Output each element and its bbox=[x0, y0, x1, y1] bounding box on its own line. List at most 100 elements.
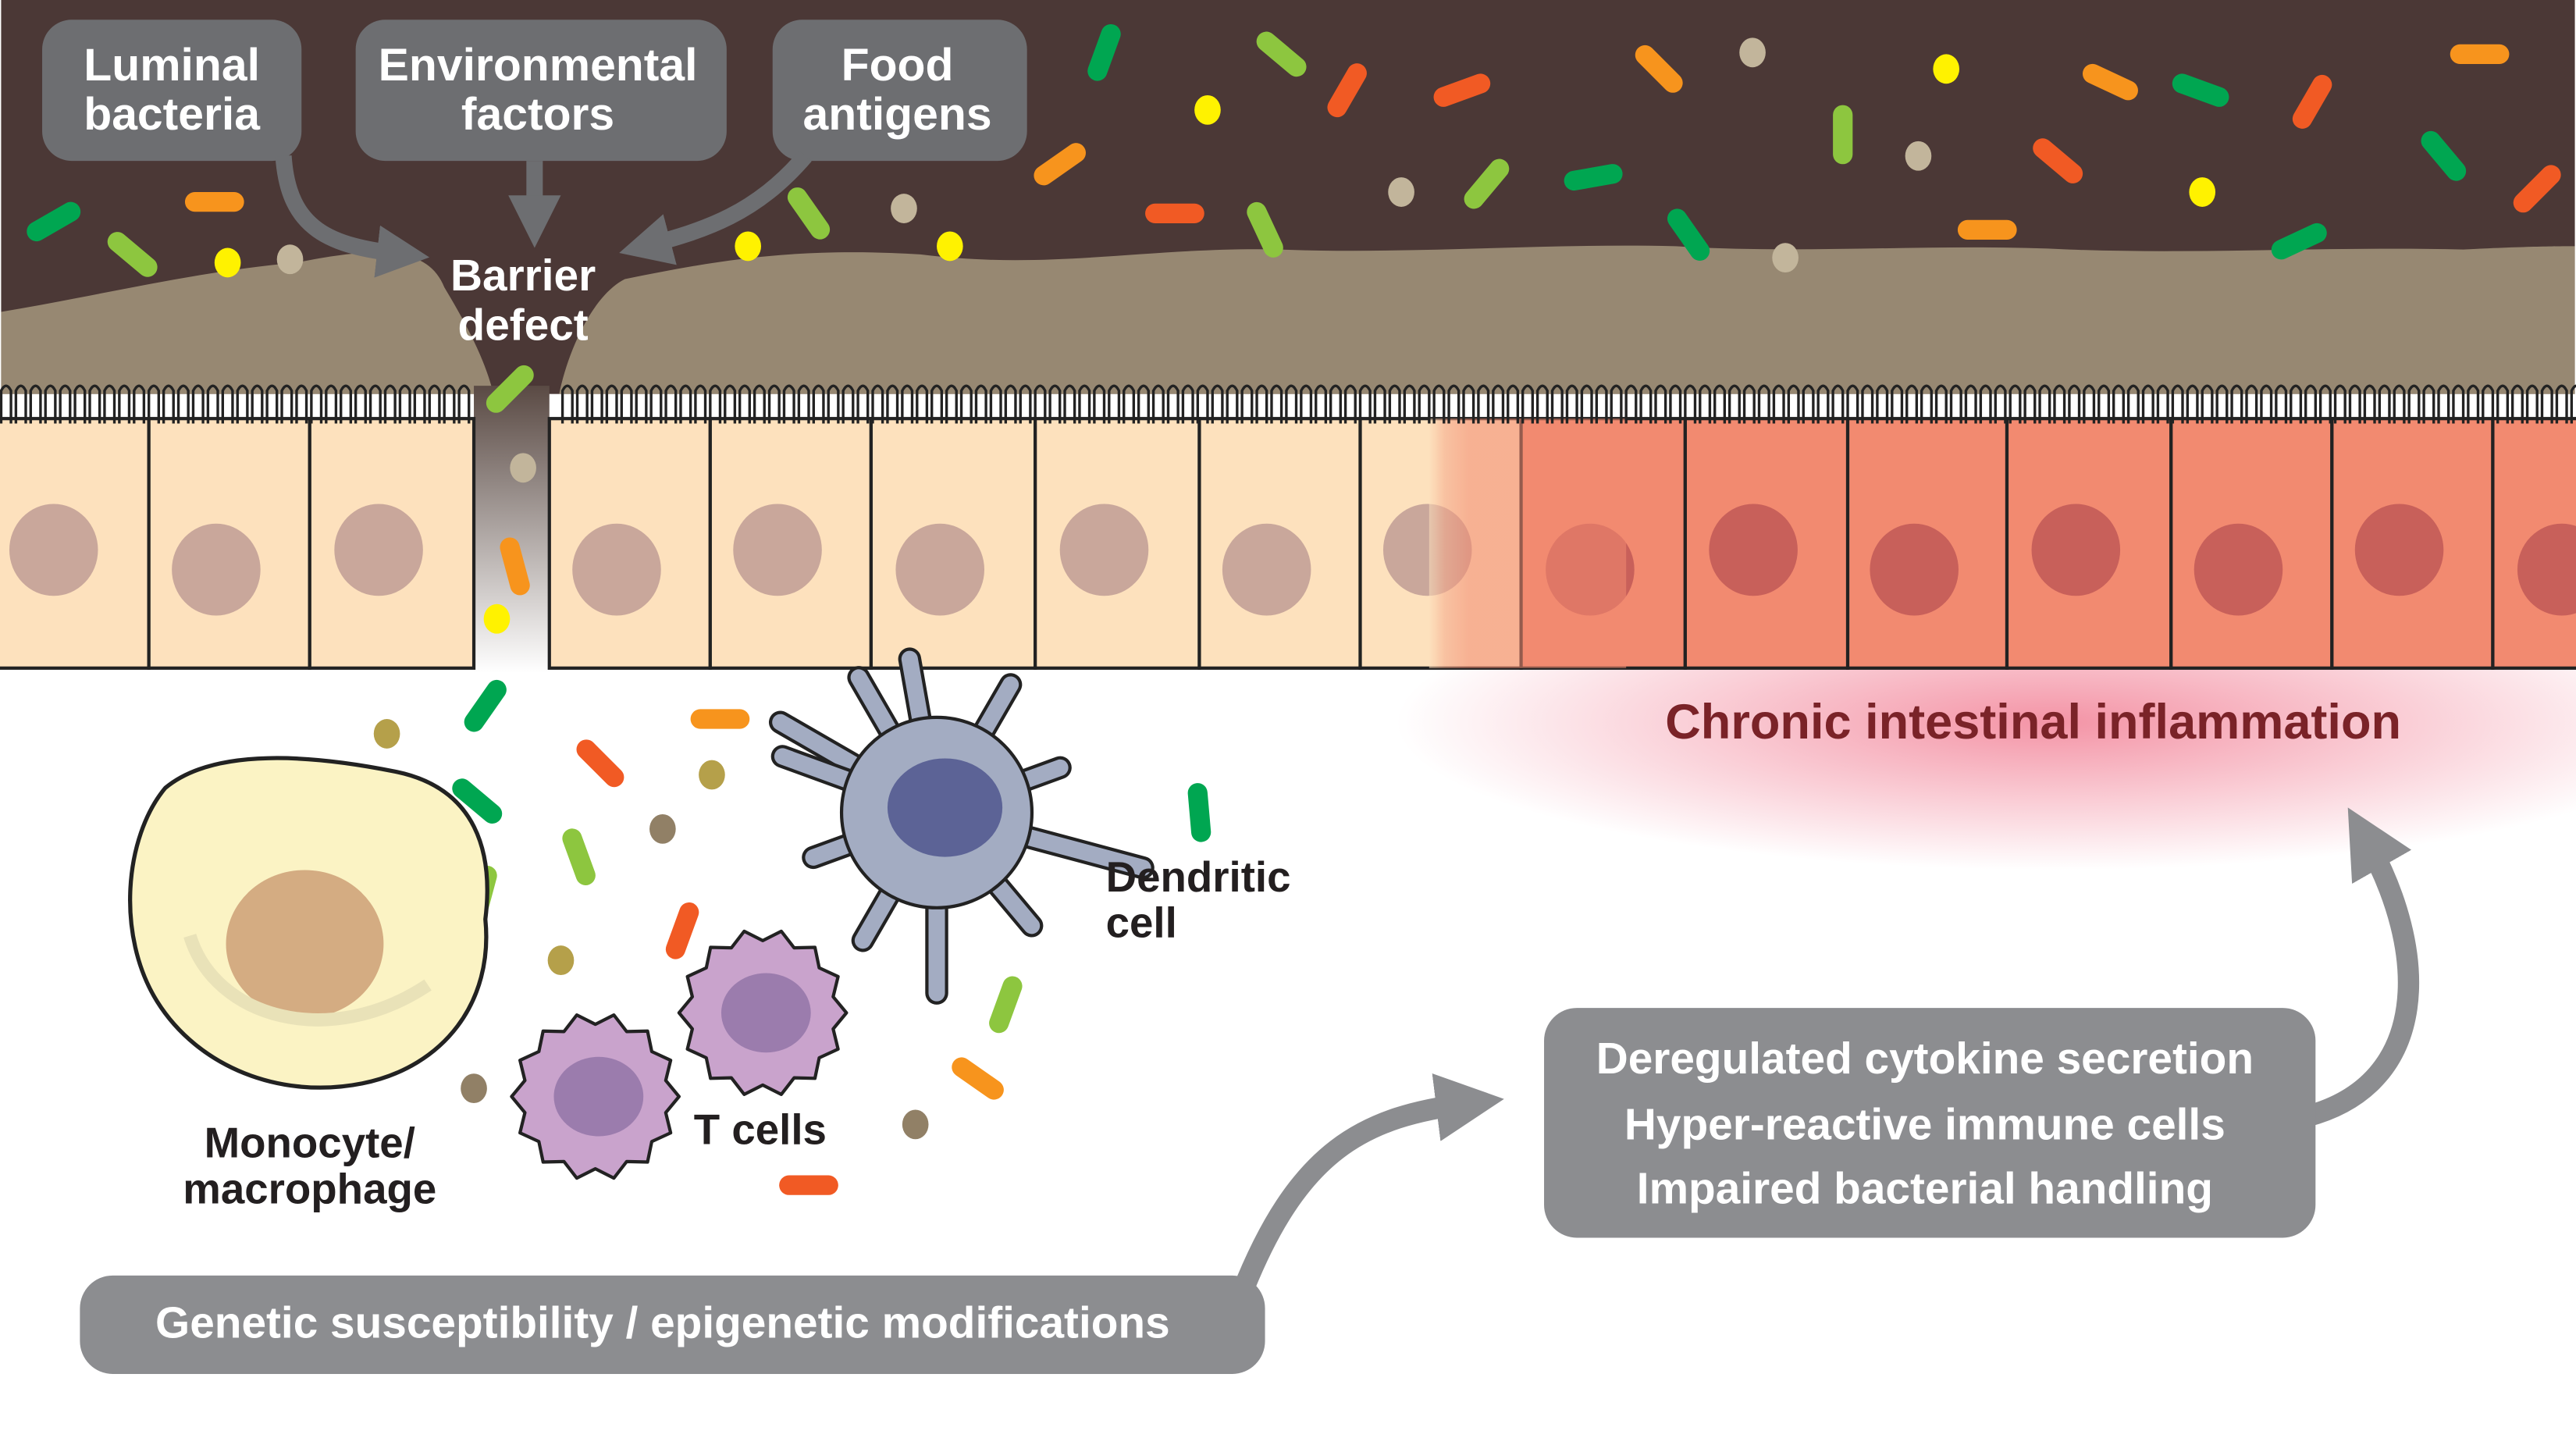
luminal-bacteria-box: Luminal bacteria bbox=[42, 20, 302, 162]
bacterium-rod bbox=[562, 828, 596, 885]
nucleus bbox=[572, 523, 661, 616]
nucleus bbox=[1709, 504, 1798, 596]
monocyte-macrophage bbox=[128, 756, 489, 1090]
bacterium-rod bbox=[665, 902, 699, 959]
nucleus bbox=[2354, 504, 2444, 596]
monocyte-label-line1: Monocyte/ bbox=[205, 1119, 415, 1166]
arrow-mechanisms-to-inflammation bbox=[2304, 807, 2420, 1127]
inflammation-label: Chronic intestinal inflammation bbox=[1665, 695, 2401, 749]
bacterium-rod bbox=[452, 778, 503, 824]
bacterium-coccus bbox=[2189, 177, 2216, 207]
bacterium-rod bbox=[1327, 63, 1367, 118]
t-cells-label: T cells bbox=[694, 1106, 827, 1154]
bacterium-coccus bbox=[1739, 37, 1766, 68]
bacterium-rod bbox=[2172, 73, 2229, 107]
luminal-bacteria-line1: Luminal bbox=[84, 40, 260, 91]
bacterium-rod bbox=[1034, 143, 1087, 186]
microvilli bbox=[0, 384, 2576, 424]
inflammation-transition bbox=[1429, 418, 1627, 668]
barrier-gap bbox=[474, 386, 550, 674]
mucus-layer bbox=[1, 245, 2575, 394]
nucleus bbox=[2031, 504, 2121, 596]
mechanism-hyperreactive: Hyper-reactive immune cells bbox=[1624, 1100, 2226, 1149]
bacterium-coccus bbox=[547, 945, 575, 976]
bacterium-coccus bbox=[699, 760, 725, 790]
microvillus bbox=[0, 384, 2576, 424]
dendritic-label-line2: cell bbox=[1106, 899, 1177, 947]
arrow-food-to-barrier bbox=[619, 150, 812, 265]
bacterium-rod bbox=[1087, 23, 1121, 81]
genetics-label: Genetic susceptibility / epigenetic modi… bbox=[155, 1299, 1170, 1348]
bacterium-coccus bbox=[276, 244, 304, 275]
bacterium-coccus bbox=[649, 813, 676, 844]
nucleus bbox=[172, 523, 261, 616]
nucleus bbox=[1059, 504, 1149, 596]
dendritic-cell bbox=[768, 647, 1155, 1005]
bacterium-rod bbox=[2271, 222, 2327, 260]
nucleus bbox=[733, 504, 822, 596]
bacterium-coccus bbox=[937, 231, 963, 262]
bacterium-rod bbox=[1256, 31, 1307, 77]
bacterium-rod bbox=[1564, 164, 1623, 191]
mechanism-bacterial-handling: Impaired bacterial handling bbox=[1637, 1164, 2213, 1213]
bacterium-rod bbox=[2450, 44, 2510, 65]
genetics-box: Genetic susceptibility / epigenetic modi… bbox=[80, 1275, 1265, 1374]
bacterium-rod bbox=[989, 976, 1023, 1034]
monocyte-label-line2: macrophage bbox=[183, 1165, 436, 1212]
bacterium-coccus bbox=[1194, 94, 1221, 125]
bacterium-coccus bbox=[1388, 177, 1414, 207]
bacterium-rod bbox=[1667, 208, 1710, 261]
barrier-defect-line2: defect bbox=[458, 301, 589, 350]
epithelial-layer bbox=[0, 417, 2576, 670]
bacterium-rod bbox=[184, 192, 244, 212]
bacterium-rod bbox=[2033, 138, 2083, 183]
mechanisms-box: Deregulated cytokine secretion Hyper-rea… bbox=[1544, 1008, 2316, 1238]
dendritic-label-line1: Dendritic bbox=[1106, 853, 1291, 901]
bacterium-coccus bbox=[483, 603, 511, 634]
bacterium-rod bbox=[1957, 219, 2017, 240]
bacterium-coccus bbox=[214, 247, 241, 278]
bacterium-rod bbox=[500, 537, 530, 596]
mechanism-cytokine: Deregulated cytokine secretion bbox=[1596, 1034, 2254, 1084]
nucleus bbox=[553, 1056, 644, 1137]
t-cell bbox=[677, 929, 849, 1096]
environmental-factors-line1: Environmental bbox=[379, 40, 698, 91]
environmental-factors-box: Environmental factors bbox=[355, 20, 727, 162]
bacterium-rod bbox=[2421, 130, 2467, 181]
bacterium-rod bbox=[1247, 201, 1283, 258]
bacterium-rod bbox=[464, 679, 507, 732]
t-cell bbox=[510, 1013, 681, 1180]
bacterium-rod bbox=[1187, 783, 1212, 842]
bacteria bbox=[27, 23, 2561, 1195]
bacterium-rod bbox=[576, 739, 624, 788]
bacterium-rod bbox=[690, 709, 750, 729]
bacterium-rod bbox=[2513, 165, 2561, 213]
bacterium-coccus bbox=[510, 453, 536, 483]
arrow-genetics-to-mechanisms bbox=[1230, 1073, 1504, 1301]
bacterium-coccus bbox=[1933, 54, 1960, 84]
nucleus bbox=[720, 973, 811, 1053]
bacterium-rod bbox=[1433, 73, 1491, 107]
nucleus bbox=[1222, 523, 1311, 616]
bacterium-coccus bbox=[902, 1109, 929, 1140]
bacterium-rod bbox=[1635, 44, 1683, 93]
bacterium-coccus bbox=[461, 1073, 487, 1104]
nucleus bbox=[1870, 523, 1959, 616]
bacterium-rod bbox=[1833, 105, 1853, 165]
bacterium-coccus bbox=[1772, 243, 1799, 273]
bacterium-rod bbox=[2292, 74, 2332, 129]
bacterium-rod bbox=[779, 1175, 838, 1195]
food-antigens-line2: antigens bbox=[803, 89, 992, 140]
environmental-factors-line2: factors bbox=[461, 89, 614, 140]
nucleus bbox=[334, 504, 423, 596]
bacterium-rod bbox=[787, 187, 831, 240]
bacterium-rod bbox=[1145, 203, 1204, 223]
arrow-bacteria-to-barrier bbox=[275, 155, 430, 278]
nucleus bbox=[2517, 523, 2576, 616]
nucleus bbox=[9, 504, 98, 596]
barrier-defect-line1: Barrier bbox=[450, 251, 596, 301]
nucleus bbox=[887, 758, 1003, 857]
bacterium-rod bbox=[952, 1057, 1004, 1100]
food-antigens-line1: Food bbox=[841, 40, 954, 91]
bacterium-coccus bbox=[373, 719, 400, 749]
